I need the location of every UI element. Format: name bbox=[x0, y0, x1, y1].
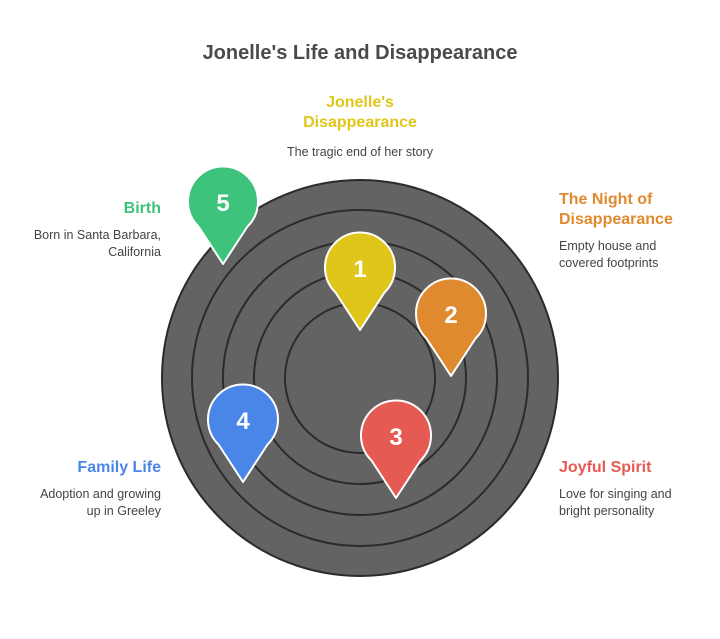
pin-1-marker: 1 bbox=[324, 231, 396, 331]
label-family-title: Family Life bbox=[0, 458, 161, 478]
title-line: Jonelle's bbox=[326, 94, 394, 111]
title-line: Disappearance bbox=[559, 211, 673, 228]
pin-3-icon bbox=[360, 399, 432, 499]
ring-4 bbox=[191, 209, 529, 547]
pin-3-number: 3 bbox=[389, 424, 402, 451]
desc-line: Love for singing and bbox=[559, 487, 672, 501]
title-line: Birth bbox=[123, 200, 161, 217]
pin-4-marker: 4 bbox=[207, 383, 279, 483]
pin-2-icon bbox=[415, 277, 487, 377]
pin-3-marker: 3 bbox=[360, 399, 432, 499]
title-line: The Night of bbox=[559, 191, 653, 208]
pin-1-number: 1 bbox=[353, 256, 366, 283]
pin-4-number: 4 bbox=[236, 408, 250, 435]
label-joyful-title: Joyful Spirit bbox=[559, 458, 719, 478]
pin-1-icon bbox=[324, 231, 396, 331]
desc-line: The tragic end of her story bbox=[287, 145, 433, 159]
desc-line: Born in Santa Barbara, bbox=[33, 228, 161, 242]
pin-5-icon bbox=[187, 165, 259, 265]
pin-4-icon bbox=[207, 383, 279, 483]
label-birth-title: Birth bbox=[0, 199, 161, 219]
desc-line: Adoption and growing bbox=[40, 487, 161, 501]
title-line: Joyful Spirit bbox=[559, 459, 652, 476]
desc-line: covered footprints bbox=[559, 256, 659, 270]
pin-2-number: 2 bbox=[444, 302, 457, 329]
label-family-desc: Adoption and growing up in Greeley bbox=[0, 486, 161, 520]
label-night-title: The Night of Disappearance bbox=[559, 190, 719, 230]
desc-line: up in Greeley bbox=[86, 504, 161, 518]
desc-line: Empty house and bbox=[559, 239, 657, 253]
label-disappearance-desc: The tragic end of her story bbox=[230, 144, 490, 161]
desc-line: California bbox=[108, 245, 161, 259]
title-line: Family Life bbox=[77, 459, 161, 476]
label-night-desc: Empty house and covered footprints bbox=[559, 238, 719, 272]
pin-2-marker: 2 bbox=[415, 277, 487, 377]
pin-5-marker: 5 bbox=[187, 165, 259, 265]
label-joyful-desc: Love for singing and bright personality bbox=[559, 486, 719, 520]
label-birth-desc: Born in Santa Barbara, California bbox=[0, 227, 161, 261]
page-title: Jonelle's Life and Disappearance bbox=[202, 42, 518, 64]
desc-line: bright personality bbox=[559, 504, 655, 518]
title-line: Disappearance bbox=[303, 114, 417, 131]
pin-5-number: 5 bbox=[216, 190, 229, 217]
label-disappearance-title: Jonelle's Disappearance bbox=[260, 93, 460, 133]
